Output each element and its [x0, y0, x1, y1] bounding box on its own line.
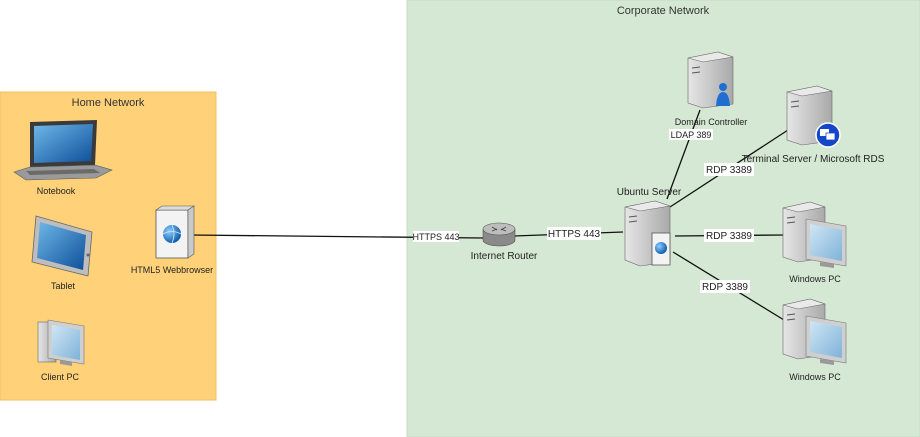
edge-ubuntu-dc: [666, 109, 701, 200]
windows-pc-2-node[interactable]: Windows PC: [782, 298, 847, 382]
windows-pc-1-node[interactable]: Windows PC: [782, 201, 847, 284]
edge-labels: HTTPS 443 HTTPS 443 LDAP 389 RDP 3389 RD…: [412, 129, 754, 293]
client-pc-label: Client PC: [41, 372, 80, 382]
edge-label-ubuntu-pc1: RDP 3389: [706, 231, 752, 242]
edge-label-ubuntu-dc: LDAP 389: [671, 130, 712, 140]
webbrowser-node[interactable]: HTML5 Webbrowser: [131, 205, 213, 275]
windows-pc-2-label: Windows PC: [789, 372, 841, 382]
web-browser-icon: [155, 205, 195, 259]
windows-pc-icon: [782, 201, 847, 268]
edge-label-browser-router: HTTPS 443: [412, 232, 459, 242]
router-label: Internet Router: [471, 251, 538, 262]
terminal-server-label: Terminal Server / Microsoft RDS: [742, 154, 885, 165]
tablet-icon: [31, 215, 93, 277]
client-pc-node[interactable]: Client PC: [37, 319, 85, 382]
router-node[interactable]: Internet Router: [471, 222, 538, 262]
ubuntu-server-label: Ubuntu Server: [617, 187, 682, 198]
webbrowser-label: HTML5 Webbrowser: [131, 265, 213, 275]
terminal-server-node[interactable]: Terminal Server / Microsoft RDS: [742, 85, 885, 165]
windows-pc-1-label: Windows PC: [789, 274, 841, 284]
domain-controller-label: Domain Controller: [675, 117, 748, 127]
notebook-label: Notebook: [37, 186, 76, 196]
tablet-node[interactable]: Tablet: [31, 215, 93, 291]
edge-label-router-ubuntu: HTTPS 443: [548, 229, 601, 240]
router-icon: [482, 222, 516, 247]
domain-controller-icon: [687, 51, 734, 109]
server-icon: [624, 200, 671, 267]
desktop-pc-icon: [37, 319, 85, 366]
home-network-title: Home Network: [72, 97, 145, 109]
terminal-server-icon: [786, 85, 841, 148]
ubuntu-server-node[interactable]: Ubuntu Server: [617, 187, 682, 267]
corporate-network-title: Corporate Network: [617, 5, 710, 17]
domain-controller-node[interactable]: Domain Controller: [675, 51, 748, 127]
windows-pc-icon: [782, 298, 847, 365]
notebook-node[interactable]: Notebook: [13, 120, 113, 196]
tablet-label: Tablet: [51, 281, 76, 291]
edge-label-ubuntu-ts: RDP 3389: [706, 165, 752, 176]
laptop-icon: [13, 120, 113, 181]
edge-label-ubuntu-pc2: RDP 3389: [702, 282, 748, 293]
